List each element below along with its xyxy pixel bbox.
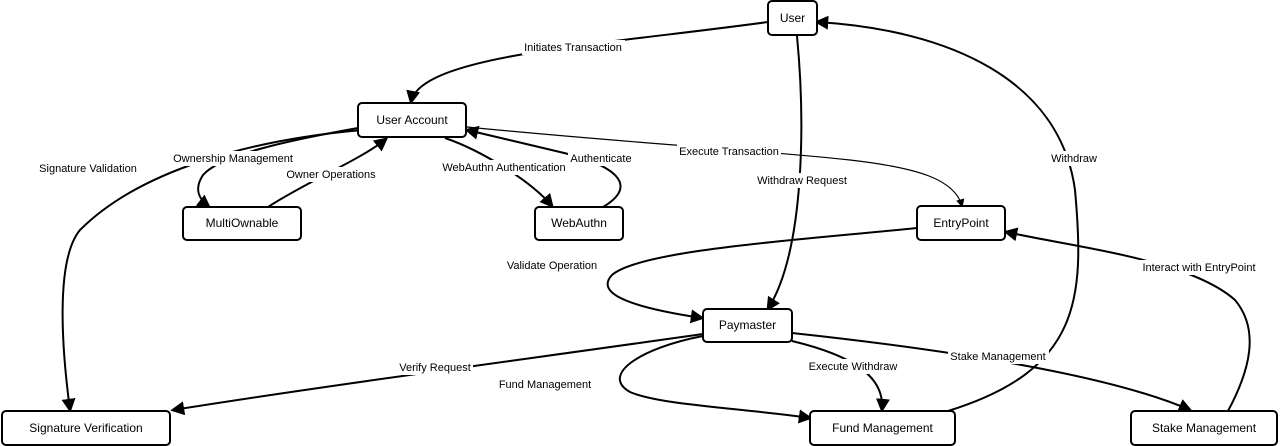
edge-label-validate-operation: Validate Operation <box>507 260 597 272</box>
svg-text:Validate Operation: Validate Operation <box>507 260 597 272</box>
edge-label-fund-management: Fund Management <box>499 379 591 391</box>
edge-label-webauthn-authentication: WebAuthn Authentication <box>439 160 569 175</box>
svg-text:WebAuthn Authentication: WebAuthn Authentication <box>442 162 565 174</box>
svg-text:Withdraw: Withdraw <box>1051 153 1097 165</box>
svg-text:User Account: User Account <box>376 113 448 127</box>
svg-text:Initiates Transaction: Initiates Transaction <box>524 42 622 54</box>
svg-text:Withdraw Request: Withdraw Request <box>757 175 847 187</box>
edge-label-ownership-management: Ownership Management <box>171 151 295 166</box>
svg-text:User: User <box>780 11 805 25</box>
edge-label-stake-management: Stake Management <box>948 349 1049 364</box>
edge-withdraw-request <box>766 35 803 312</box>
svg-text:Signature Verification: Signature Verification <box>29 421 142 435</box>
edge-initiates-transaction <box>406 21 769 105</box>
edge-label-execute-withdraw: Execute Withdraw <box>806 359 900 374</box>
edge-authenticate <box>464 125 622 208</box>
edge-signature-validation <box>61 129 363 413</box>
edge-label-interact-with-entrypoint: Interact with EntryPoint <box>1140 260 1258 275</box>
svg-text:Fund Management: Fund Management <box>832 421 933 435</box>
svg-text:Verify Request: Verify Request <box>399 362 471 374</box>
svg-text:MultiOwnable: MultiOwnable <box>206 216 279 230</box>
svg-text:Fund Management: Fund Management <box>499 379 591 391</box>
node-user[interactable]: User <box>767 0 818 36</box>
svg-text:Paymaster: Paymaster <box>719 318 776 332</box>
svg-text:Signature Validation: Signature Validation <box>39 163 137 175</box>
edge-stake-management <box>791 332 1193 412</box>
node-fund-management[interactable]: Fund Management <box>809 410 956 446</box>
svg-text:Authenticate: Authenticate <box>570 153 631 165</box>
edge-label-verify-request: Verify Request <box>397 360 473 375</box>
node-stake-management[interactable]: Stake Management <box>1130 410 1278 446</box>
edge-label-owner-operations: Owner Operations <box>285 167 378 182</box>
edge-interact-with-entrypoint <box>1003 227 1251 412</box>
svg-text:Execute Transaction: Execute Transaction <box>679 146 779 158</box>
edge-execute-transaction <box>466 126 965 208</box>
edge-ownership-management <box>195 127 359 209</box>
svg-text:Stake Management: Stake Management <box>1152 421 1257 435</box>
node-multiownable[interactable]: MultiOwnable <box>182 206 302 241</box>
edge-fund-management <box>618 335 813 424</box>
svg-text:Stake Management: Stake Management <box>950 351 1045 363</box>
edge-label-withdraw: Withdraw <box>1049 151 1099 166</box>
svg-text:Interact with EntryPoint: Interact with EntryPoint <box>1142 262 1255 274</box>
svg-text:Execute Withdraw: Execute Withdraw <box>809 361 898 373</box>
node-paymaster[interactable]: Paymaster <box>702 308 793 343</box>
edge-execute-withdraw <box>791 340 890 413</box>
svg-text:EntryPoint: EntryPoint <box>933 216 989 230</box>
node-webauthn[interactable]: WebAuthn <box>534 206 624 241</box>
node-entrypoint[interactable]: EntryPoint <box>916 205 1006 241</box>
svg-text:Owner Operations: Owner Operations <box>286 169 376 181</box>
edge-label-withdraw-request: Withdraw Request <box>754 173 851 188</box>
node-signature-verification[interactable]: Signature Verification <box>1 410 171 446</box>
edge-validate-operation <box>606 227 918 324</box>
edge-label-signature-validation: Signature Validation <box>39 163 137 175</box>
svg-text:WebAuthn: WebAuthn <box>551 216 607 230</box>
svg-text:Ownership Management: Ownership Management <box>173 153 293 165</box>
node-user-account[interactable]: User Account <box>357 102 467 138</box>
edge-label-initiates-transaction: Initiates Transaction <box>522 40 625 55</box>
edge-label-authenticate: Authenticate <box>568 151 634 166</box>
edge-label-execute-transaction: Execute Transaction <box>677 144 781 159</box>
